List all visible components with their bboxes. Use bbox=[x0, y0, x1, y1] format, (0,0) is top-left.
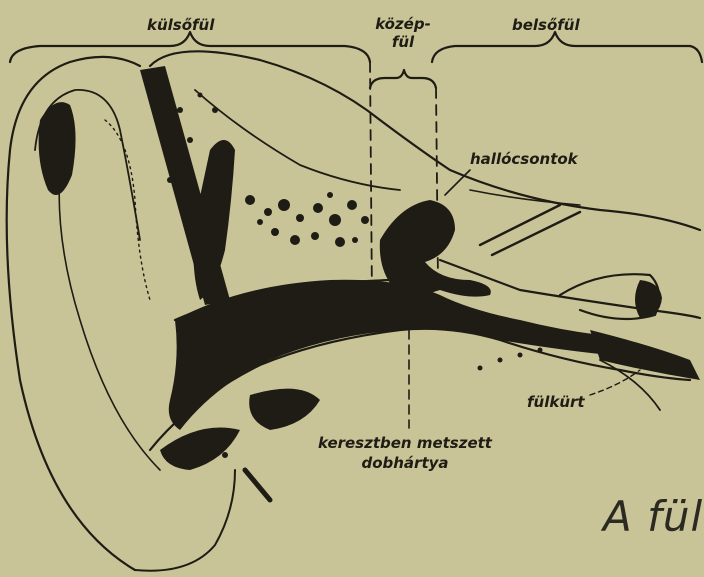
concha-shadow bbox=[39, 102, 76, 195]
label-eardrum-line1: keresztben metszett bbox=[290, 436, 520, 451]
ossicles bbox=[380, 200, 491, 297]
bracket-outer-ear bbox=[10, 32, 370, 62]
label-eustachian-tube: fülkürt bbox=[527, 395, 585, 410]
label-outer-ear: külsőfül bbox=[147, 18, 214, 33]
label-middle-ear-line2: fül bbox=[373, 35, 433, 50]
bracket-inner-ear bbox=[432, 32, 702, 62]
bracket-middle-ear bbox=[370, 70, 436, 88]
diagram-title: A fül bbox=[603, 492, 703, 541]
label-inner-ear: belsőfül bbox=[512, 18, 580, 33]
label-ossicles: hallócsontok bbox=[470, 152, 578, 167]
label-eardrum-line2: dobhártya bbox=[290, 456, 520, 471]
label-middle-ear-line1: közép- bbox=[373, 17, 433, 32]
